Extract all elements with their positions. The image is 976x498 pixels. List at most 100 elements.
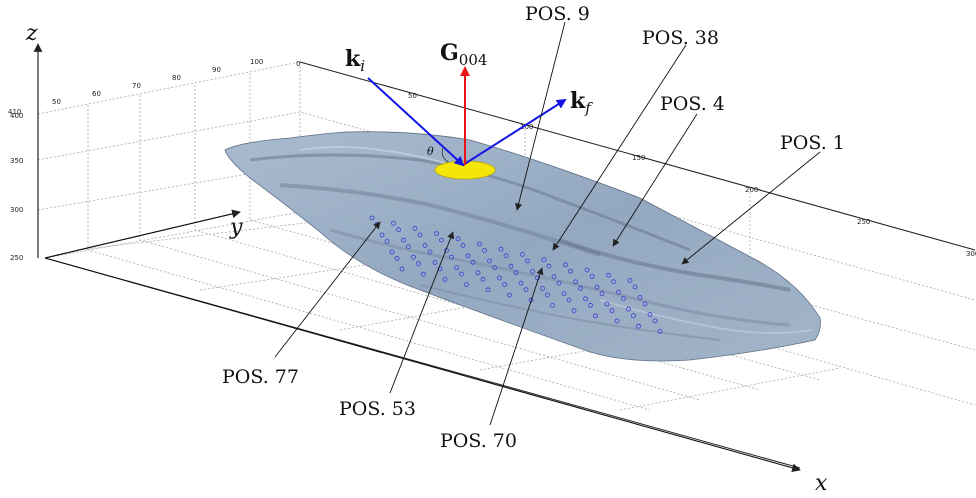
z-tick-label: 400 xyxy=(10,112,23,120)
measurement-point xyxy=(464,282,469,288)
measurement-point xyxy=(599,291,605,296)
x-tick-label: 250 xyxy=(857,218,870,226)
measurement-point xyxy=(561,291,567,297)
measurement-point xyxy=(657,328,663,334)
z-axis-label: z xyxy=(25,21,38,46)
measurement-point xyxy=(411,254,416,260)
measurement-point xyxy=(578,285,583,291)
y-tick-label: 80 xyxy=(172,74,181,82)
measurement-point xyxy=(594,284,600,290)
measurement-point xyxy=(487,258,492,264)
measurement-point xyxy=(637,294,643,300)
k-final-label: kf xyxy=(570,88,593,117)
z-tick-label: 250 xyxy=(10,254,23,262)
measurement-point xyxy=(545,292,550,298)
measurement-point xyxy=(632,284,638,290)
x-tick-label: 300 xyxy=(966,250,976,258)
y-tick-label: 70 xyxy=(132,82,141,90)
measurement-point xyxy=(588,302,593,308)
y-tick-label: 100 xyxy=(250,58,263,66)
position-label: POS. 1 xyxy=(780,132,845,154)
position-label: POS. 9 xyxy=(525,3,590,25)
theta-label: θ xyxy=(427,145,434,158)
axis-grid xyxy=(37,61,976,411)
measurement-point xyxy=(584,267,590,273)
x-axis-label: x xyxy=(815,471,828,496)
measurement-point xyxy=(399,266,405,272)
position-label: POS. 70 xyxy=(440,430,517,452)
measurement-point xyxy=(449,254,454,260)
x-tick-labels: 0 50 100 150 200 250 300 xyxy=(296,60,976,258)
y-axis-label: y xyxy=(229,215,243,240)
measurement-point xyxy=(571,308,577,314)
measurement-point xyxy=(502,282,507,287)
measurement-point xyxy=(442,276,448,282)
y-tick-label: 50 xyxy=(52,98,61,106)
measurement-point xyxy=(412,225,418,231)
k-final-arrow xyxy=(462,98,567,166)
measurement-point xyxy=(401,237,406,243)
measurement-point xyxy=(550,302,555,308)
measurement-point xyxy=(535,275,540,281)
measurement-point xyxy=(459,271,464,277)
measurement-point xyxy=(477,241,482,247)
measurement-point xyxy=(470,259,476,265)
measurement-point xyxy=(556,280,562,286)
measurement-point xyxy=(593,313,598,319)
measurement-point xyxy=(396,227,401,233)
measurement-point xyxy=(384,239,390,244)
measurement-point xyxy=(546,263,552,269)
y-tick-label: 60 xyxy=(92,90,101,98)
measurement-point xyxy=(573,279,578,285)
measurement-point xyxy=(434,231,439,237)
position-label: POS. 38 xyxy=(642,27,719,49)
measurement-point xyxy=(540,285,545,291)
x-tick-label: 0 xyxy=(296,60,300,68)
measurement-point xyxy=(498,246,504,252)
z-tick-labels: 250 300 350 400 410 xyxy=(8,108,23,262)
measurement-point xyxy=(485,287,491,293)
measurement-point xyxy=(460,242,466,248)
measurement-point xyxy=(389,249,395,255)
measurement-point xyxy=(566,297,572,303)
k-incident-arrow xyxy=(367,77,465,167)
z-tick-label: 300 xyxy=(10,206,23,214)
measurement-point xyxy=(480,276,486,282)
measurement-point xyxy=(551,274,557,280)
measurement-point xyxy=(616,289,621,295)
measurement-point xyxy=(513,270,519,276)
measurement-point xyxy=(520,251,525,257)
measurement-point xyxy=(503,253,509,259)
measurement-point xyxy=(417,232,423,238)
measurement-point xyxy=(604,301,610,307)
x-tick-label: 200 xyxy=(745,186,758,194)
measurement-point xyxy=(530,268,535,274)
measurement-point xyxy=(475,270,481,276)
measurement-point xyxy=(391,220,396,226)
measurement-point xyxy=(583,296,588,302)
z-tick-label: 410 xyxy=(8,108,21,116)
measurement-point xyxy=(621,296,626,302)
main-axes xyxy=(33,43,801,473)
measurement-point xyxy=(606,272,611,278)
measurement-point xyxy=(568,268,573,274)
measurement-point xyxy=(455,236,461,242)
measurement-point xyxy=(497,275,502,281)
measurement-point xyxy=(406,244,411,250)
y-tick-label: 90 xyxy=(212,66,221,74)
measurement-point xyxy=(369,215,375,221)
x-tick-label: 50 xyxy=(408,92,417,100)
measurement-point xyxy=(437,266,443,272)
g-vector-label: G004 xyxy=(440,40,487,69)
k-incident-label: ki xyxy=(345,46,365,75)
z-tick-label: 350 xyxy=(10,157,23,165)
measurement-point xyxy=(492,265,497,270)
y-tick-labels: 50 60 70 80 90 100 xyxy=(52,58,263,106)
position-label: POS. 77 xyxy=(222,366,299,388)
measurement-point xyxy=(482,248,487,253)
measurement-point xyxy=(631,313,636,319)
measurement-point xyxy=(541,257,547,263)
measurement-point xyxy=(508,263,514,269)
measurement-point xyxy=(647,311,653,317)
